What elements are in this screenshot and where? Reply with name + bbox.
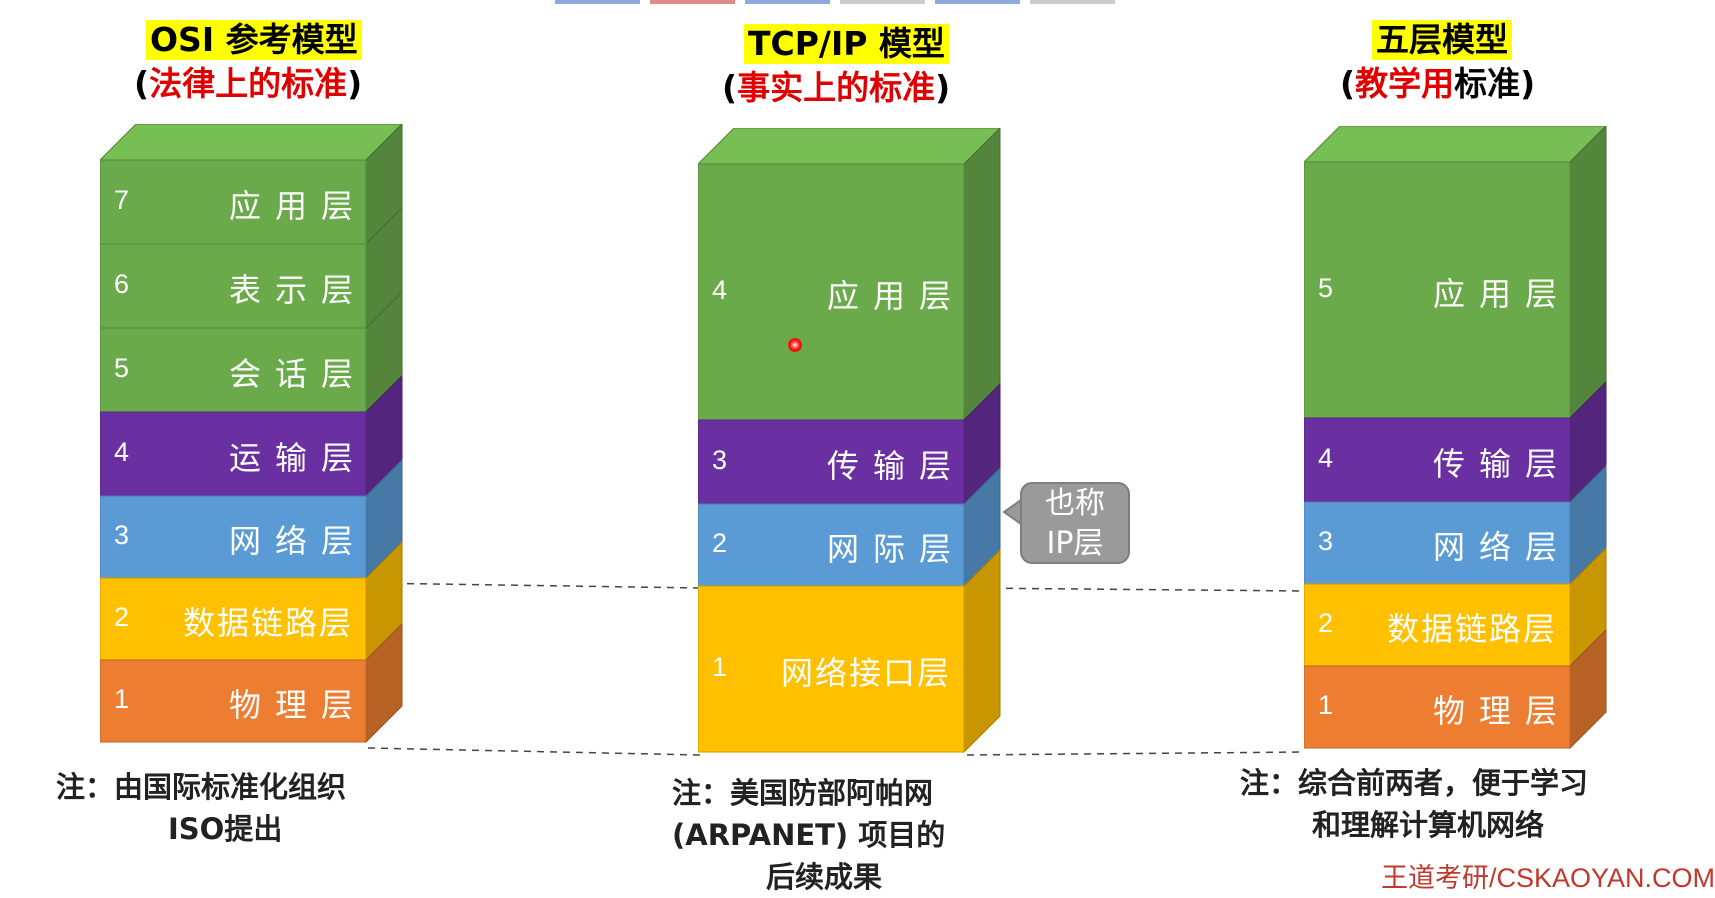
five-stack: 5 应用层 4 传输层 3 网络层 2 数据链路层 1 物理层 — [1304, 126, 1609, 754]
tcpip-layer-number: 2 — [712, 528, 728, 558]
osi-layer-front — [100, 159, 367, 245]
toolbar-remnant — [840, 0, 925, 4]
osi-subtitle-open: ( — [134, 64, 150, 103]
tcpip-stack-graphic — [698, 128, 1001, 754]
osi-layer-front — [100, 577, 367, 661]
tcpip-note: 注：美国防部阿帕网 (ARPANET) 项目的 后续成果 — [672, 772, 945, 898]
five-layer-front — [1304, 161, 1571, 419]
five-layer-name: 数据链路层 — [1386, 610, 1557, 648]
five-layer-name: 应用层 — [1432, 275, 1571, 313]
five-subtitle-open: ( — [1340, 64, 1356, 103]
osi-layer-name: 应用层 — [228, 187, 367, 225]
toolbar-remnant — [650, 0, 735, 4]
osi-stack-graphic — [100, 124, 403, 744]
osi-layer-number: 6 — [114, 269, 130, 299]
toolbar-remnant — [1030, 0, 1115, 4]
tcpip-subtitle-close: ) — [935, 68, 951, 107]
five-note-line2: 和理解计算机网络 — [1312, 808, 1545, 842]
tcpip-layer-name: 应用层 — [826, 277, 965, 315]
five-layer-front — [1304, 583, 1571, 667]
five-layer-name: 物理层 — [1432, 692, 1571, 730]
tcpip-layer-front — [698, 163, 965, 421]
callout-line2: IP层 — [1046, 526, 1104, 561]
osi-note-line2: ISO提出 — [168, 812, 283, 846]
osi-layer-front — [100, 411, 367, 497]
five-note-line1: 注：综合前两者，便于学习 — [1240, 766, 1589, 800]
osi-title: OSI 参考模型 — [146, 20, 362, 60]
tcpip-subtitle-red: 事实上的标准 — [737, 68, 936, 107]
osi-note: 注：由国际标准化组织 ISO提出 — [56, 766, 346, 850]
tcpip-layer-name: 网络接口层 — [780, 654, 951, 692]
osi-layer-number: 3 — [114, 520, 130, 550]
osi-subtitle-close: ) — [347, 64, 363, 103]
tcpip-layer-number: 1 — [712, 652, 728, 682]
five-layer-name: 网络层 — [1432, 528, 1571, 566]
five-subtitle: (教学用标准) — [1340, 64, 1535, 104]
toolbar-remnant — [745, 0, 830, 4]
five-subtitle-close: ) — [1520, 64, 1536, 103]
tcpip-layer-name: 网际层 — [826, 530, 965, 568]
osi-layer-front — [100, 327, 367, 413]
five-layer-number: 1 — [1318, 690, 1334, 720]
five-layer-front — [1304, 417, 1571, 503]
osi-layer-number: 7 — [114, 185, 130, 215]
five-layer-number: 3 — [1318, 526, 1334, 556]
five-title: 五层模型 — [1372, 20, 1512, 60]
osi-layer-front — [100, 659, 367, 743]
five-layer-front — [1304, 665, 1571, 749]
osi-layer-number: 1 — [114, 684, 130, 714]
osi-stack: 7 应用层 6 表示层 5 会话层 4 运输层 3 网络层 2 数据链路层 1 物理层 — [100, 124, 405, 750]
toolbar-remnant — [555, 0, 640, 4]
five-subtitle-black: 标准 — [1454, 64, 1521, 103]
osi-layer-number: 5 — [114, 353, 130, 383]
callout-line1: 也称 — [1045, 486, 1105, 521]
osi-layer-name: 运输层 — [228, 439, 367, 477]
tcpip-subtitle-open: ( — [722, 68, 738, 107]
watermark: 王道考研/CSKAOYAN.COM — [1380, 863, 1715, 893]
osi-subtitle-red: 法律上的标准 — [149, 64, 348, 103]
tcpip-layer-number: 3 — [712, 445, 728, 475]
tcpip-title: TCP/IP 模型 — [744, 24, 949, 64]
five-layer-number: 5 — [1318, 273, 1334, 303]
osi-layer-number: 2 — [114, 602, 130, 632]
osi-layer-name: 会话层 — [228, 355, 367, 393]
tcpip-note-line3: 后续成果 — [766, 860, 883, 894]
pointer-dot — [788, 338, 802, 352]
toolbar-remnant — [935, 0, 1020, 4]
tcpip-note-line1: 注：美国防部阿帕网 — [672, 776, 934, 810]
osi-subtitle: (法律上的标准) — [134, 64, 362, 104]
osi-layer-name: 数据链路层 — [182, 604, 353, 642]
osi-layer-name: 物理层 — [228, 686, 367, 724]
five-layer-number: 2 — [1318, 608, 1334, 638]
ip-layer-callout: 也称 IP层 — [1020, 482, 1130, 564]
osi-layer-front — [100, 495, 367, 579]
five-subtitle-red: 教学用 — [1355, 64, 1455, 103]
tcpip-layer-name: 传输层 — [826, 447, 965, 485]
five-layer-name: 传输层 — [1432, 445, 1571, 483]
tcpip-layer-number: 4 — [712, 275, 728, 305]
tcpip-layer-front — [698, 585, 965, 753]
osi-layer-name: 网络层 — [228, 522, 367, 560]
osi-layer-number: 4 — [114, 437, 130, 467]
osi-layer-name: 表示层 — [228, 271, 367, 309]
tcpip-note-line2: (ARPANET) 项目的 — [672, 818, 946, 852]
five-layer-number: 4 — [1318, 443, 1334, 473]
five-layer-front — [1304, 501, 1571, 585]
five-stack-graphic — [1304, 126, 1607, 750]
five-note: 注：综合前两者，便于学习 和理解计算机网络 — [1240, 762, 1588, 846]
tcpip-stack: 4 应用层 3 传输层 2 网际层 1 网络接口层 — [698, 128, 1003, 756]
tcpip-subtitle: (事实上的标准) — [722, 68, 950, 108]
osi-note-line1: 注：由国际标准化组织 — [56, 770, 347, 804]
